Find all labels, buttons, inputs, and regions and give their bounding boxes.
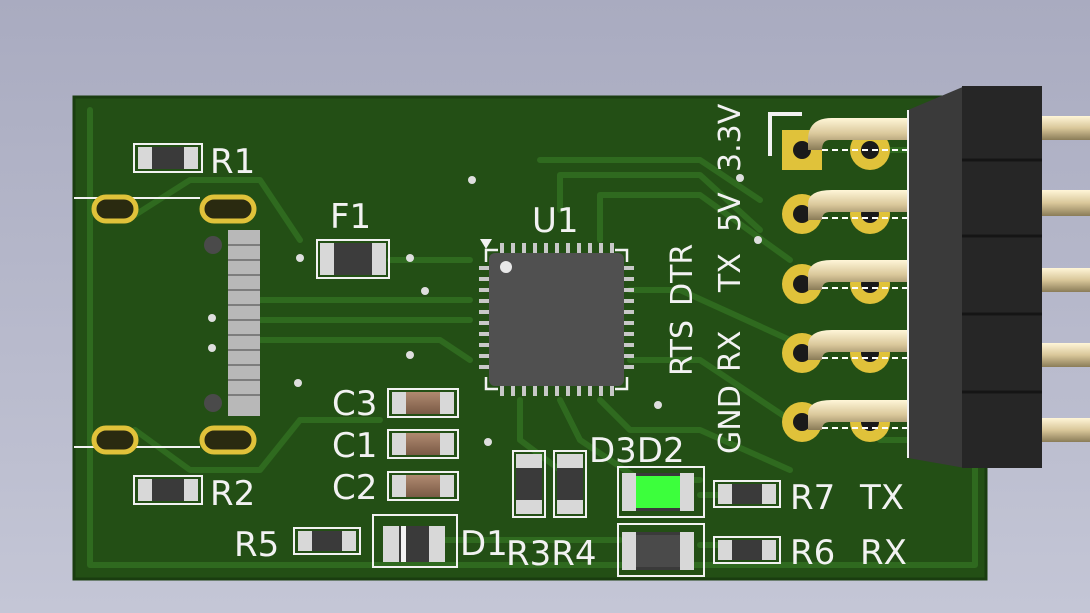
label-r5: R5 xyxy=(234,525,279,565)
c1-capacitor xyxy=(387,429,459,459)
resistor-footprints xyxy=(133,143,781,564)
copper-traces xyxy=(87,107,978,568)
capacitor-footprints xyxy=(387,388,459,501)
label-d3d2: D3D2 xyxy=(589,431,685,471)
c3-capacitor xyxy=(387,388,459,418)
label-r1: R1 xyxy=(210,142,255,182)
label-rx-led: RX xyxy=(860,533,907,573)
r6-resistor xyxy=(713,536,781,564)
pin-label-gnd: GND xyxy=(713,385,748,454)
pin-label-rts: RTS xyxy=(665,320,700,376)
label-d1: D1 xyxy=(460,524,508,564)
header-pin-labels: 3.3V 5V TX DTR RX RTS GND xyxy=(665,103,748,454)
label-r3r4: R3R4 xyxy=(506,534,597,574)
r7-resistor xyxy=(713,480,781,508)
f1-fuse xyxy=(316,239,390,279)
u1-ic xyxy=(479,239,634,396)
label-r2: R2 xyxy=(210,474,255,514)
label-c2: C2 xyxy=(332,468,377,508)
r2-resistor xyxy=(133,475,203,505)
d1-diode xyxy=(372,514,458,568)
r3-resistor xyxy=(512,450,546,518)
label-c1: C1 xyxy=(332,426,377,466)
pin-label-dtr: DTR xyxy=(665,244,700,306)
label-tx-led: TX xyxy=(859,478,904,518)
r4-resistor xyxy=(553,450,587,518)
pin-header xyxy=(808,86,1090,468)
led-tx xyxy=(617,466,705,518)
c2-capacitor xyxy=(387,471,459,501)
pin-label-5v: 5V xyxy=(713,192,748,232)
usb-mount-slots xyxy=(91,194,257,455)
pin-label-3v3: 3.3V xyxy=(713,103,748,172)
label-u1: U1 xyxy=(532,201,579,241)
label-r6: R6 xyxy=(790,533,835,573)
silkscreen-labels: R1 R2 F1 U1 C3 C1 C2 R5 D1 R3R4 D3D2 R7 … xyxy=(210,142,907,574)
label-r7: R7 xyxy=(790,478,835,518)
pin-label-rx: RX xyxy=(713,331,748,372)
usb-pads xyxy=(204,230,260,416)
r5-resistor xyxy=(293,527,361,555)
r1-resistor xyxy=(133,143,203,173)
led-rx xyxy=(617,523,705,577)
vias xyxy=(208,174,762,446)
pin-label-tx: TX xyxy=(713,253,748,293)
label-c3: C3 xyxy=(332,384,377,424)
label-f1: F1 xyxy=(330,197,371,237)
